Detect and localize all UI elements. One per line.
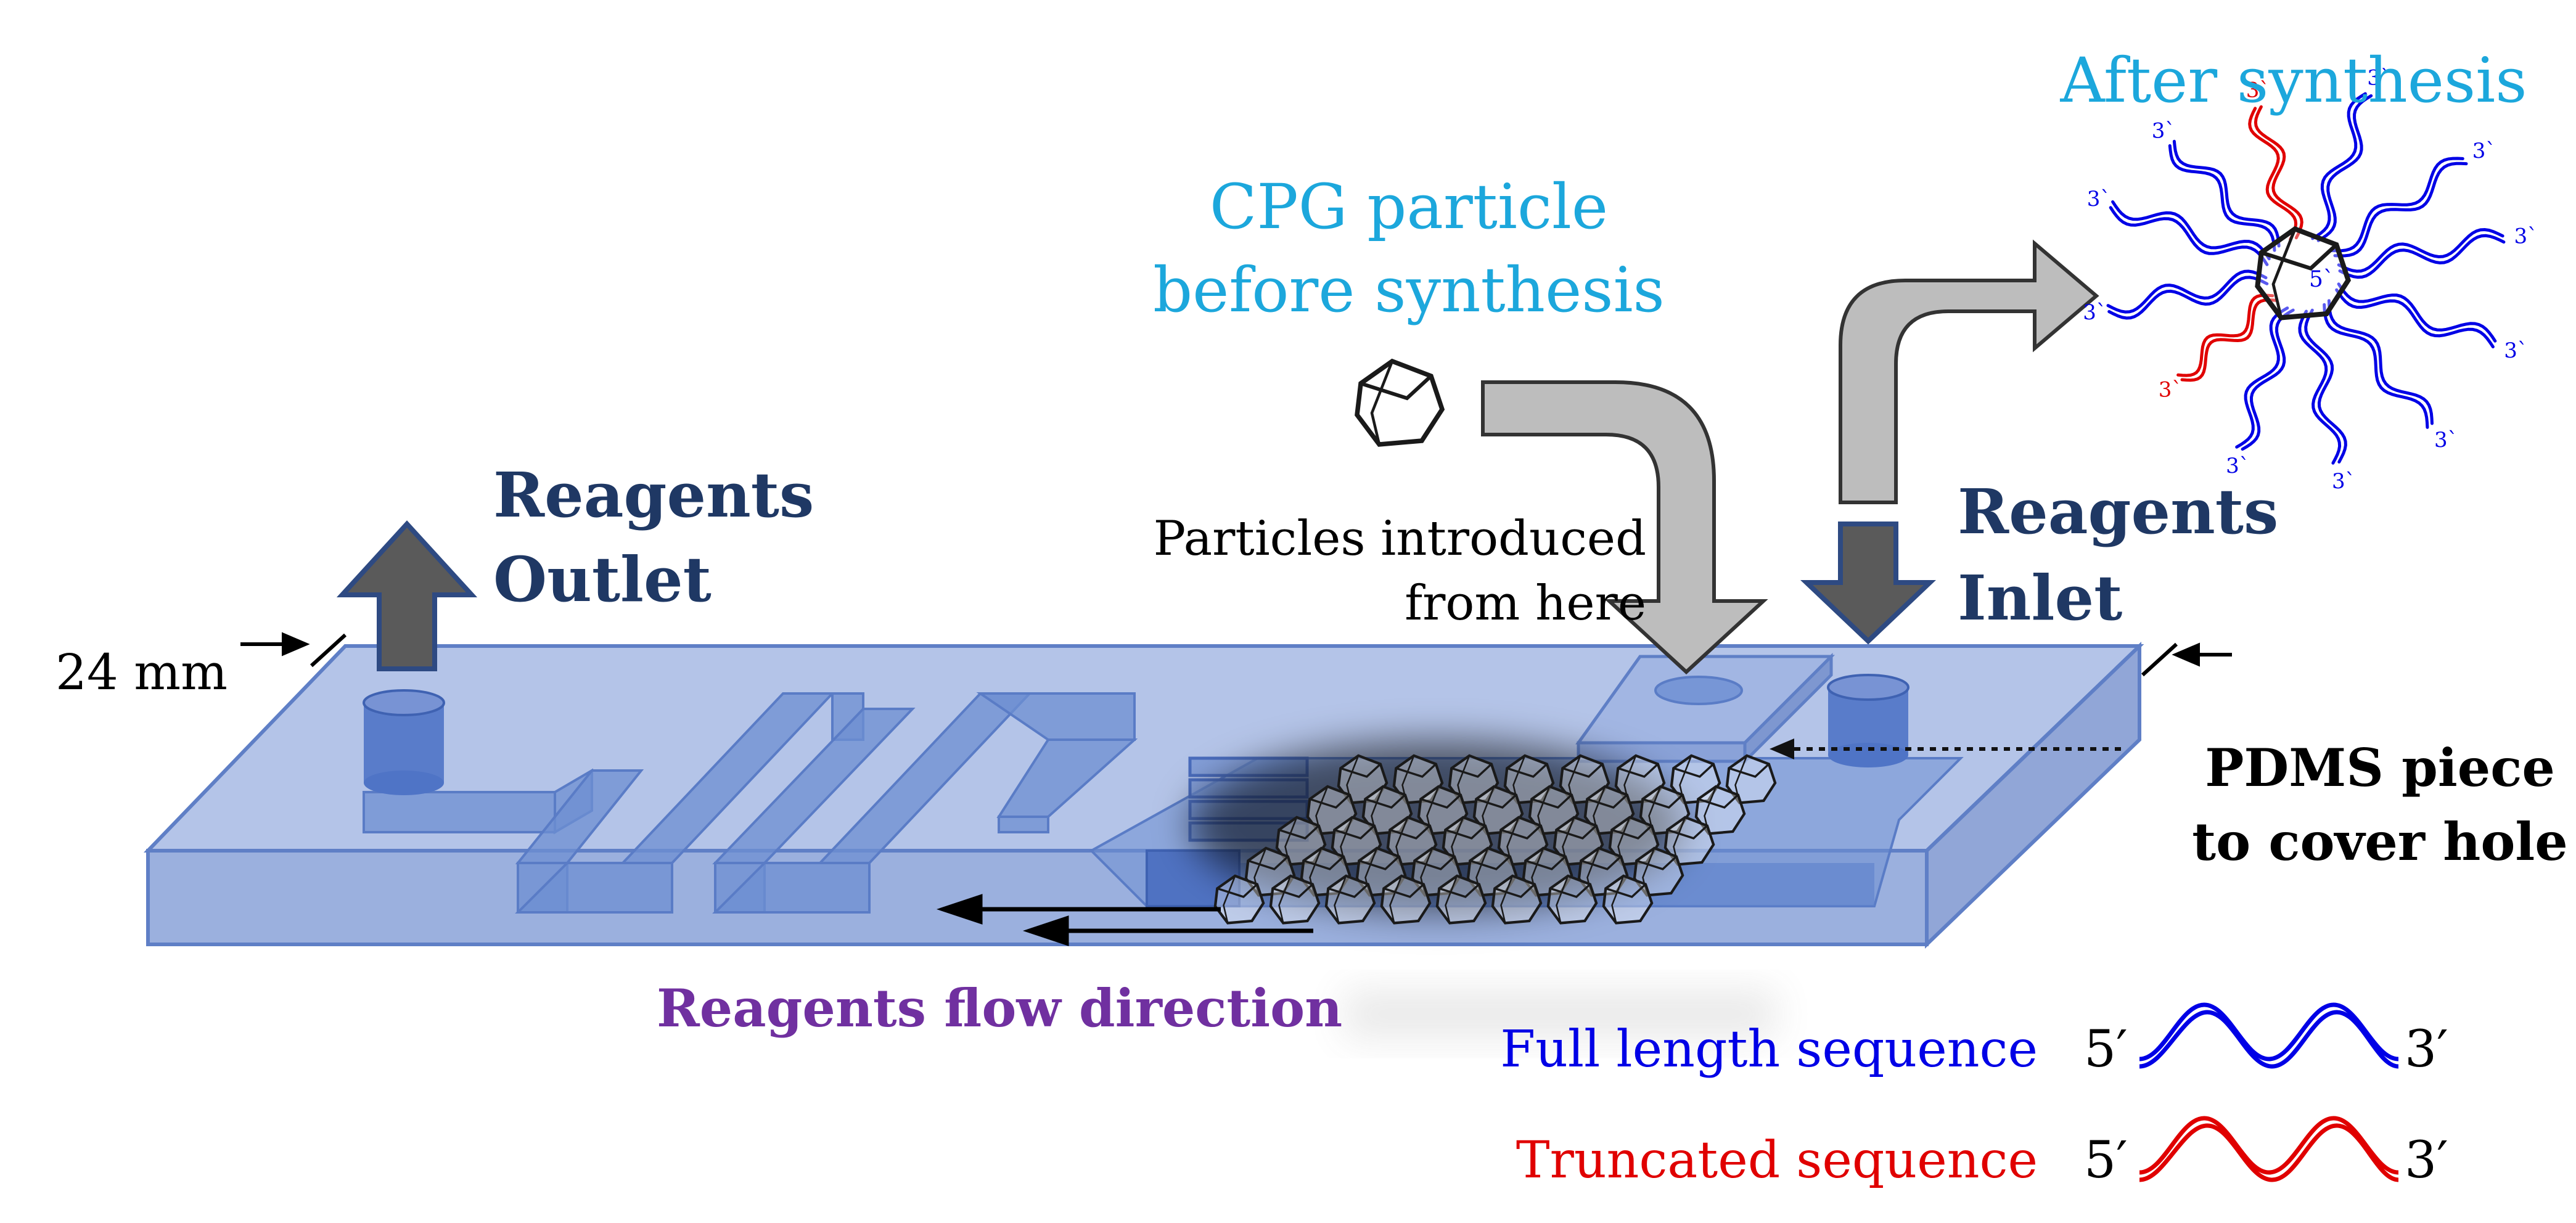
cpg-title-line1: CPG particle: [1210, 171, 1608, 243]
truncated-strand: [2180, 298, 2278, 382]
inlet-label-line2: Inlet: [1958, 562, 2122, 634]
full-length-strand: [2106, 269, 2268, 314]
legend-trunc-three-prime: 3′: [2405, 1131, 2448, 1190]
outlet-label-line1: Reagents: [493, 459, 814, 531]
full-length-strand: [2327, 299, 2434, 425]
strand-three-prime-label: 3`: [2083, 300, 2107, 325]
full-length-strand: [2337, 227, 2504, 273]
full-length-strand: [2316, 94, 2373, 242]
strand-three-prime-label: 3`: [2159, 377, 2183, 402]
full-length-strand: [2329, 157, 2464, 253]
strand-three-prime-label: 3`: [2514, 224, 2538, 249]
full-length-strand: [2323, 303, 2429, 429]
legend-trunc-label: Truncated sequence: [1516, 1131, 2038, 1190]
particle-intro-arrow: [1481, 380, 1768, 675]
pdms-label-line1: PDMS piece: [2205, 737, 2555, 798]
strand-end-labels: 3` 3` 3` 3` 3` 3` 3` 3` 3` 3` 3` 3`: [2083, 66, 2538, 494]
pdms-label-line2: to cover hole: [2192, 811, 2567, 872]
full-length-strand: [2338, 234, 2506, 279]
pdms-cover-piece: [1575, 652, 1836, 766]
legend-full-five-prime: 5′: [2084, 1020, 2128, 1079]
strand-three-prime-label: 3`: [2367, 66, 2391, 91]
full-length-strand: [2241, 308, 2295, 451]
inlet-label-line1: Reagents: [1958, 475, 2278, 548]
strand-three-prime-label: 3`: [2434, 428, 2458, 452]
core-five-prime-label: 5`: [2309, 267, 2334, 292]
synthesis-core-particle: [2257, 229, 2348, 317]
full-length-strand: [2335, 288, 2495, 349]
inlet-port: [1827, 674, 1909, 767]
outlet-label-line2: Outlet: [493, 543, 712, 616]
strand-three-prime-label: 3`: [2332, 469, 2356, 494]
serpentine-channel: [363, 692, 1138, 914]
legend-full-label: Full length sequence: [1500, 1020, 2038, 1079]
full-length-strand: [2109, 206, 2269, 266]
full-length-strand: [2337, 282, 2497, 343]
pdms-arrowhead: [1770, 738, 1794, 759]
strand-three-prime-label: 3`: [2226, 454, 2250, 478]
strand-three-prime-label: 3`: [2152, 119, 2176, 144]
microfluidic-chip: [143, 641, 2144, 949]
truncated-strand: [2254, 105, 2303, 240]
particle-reflection: [1344, 989, 1776, 1039]
full-length-strand: [2333, 162, 2468, 258]
legend-full-three-prime: 3′: [2405, 1020, 2448, 1079]
full-length-strand: [2304, 308, 2347, 464]
truncated-strand: [2248, 107, 2298, 241]
full-length-strand: [2298, 309, 2342, 465]
width-dimension-marker: [240, 632, 2232, 677]
truncated-strand: [2176, 293, 2275, 377]
flow-direction-label: Reagents flow direction: [657, 978, 1342, 1039]
flow-direction-arrows: [936, 894, 1313, 946]
full-length-strand: [2168, 144, 2276, 252]
full-length-strand: [2235, 306, 2289, 449]
functionalized-particle: [2106, 92, 2506, 465]
strand-three-prime-label: 3`: [2504, 338, 2528, 363]
inlet-arrow: [1800, 522, 1937, 645]
legend-full-strand: [2139, 1002, 2399, 1069]
chip-side-face: [1925, 641, 2141, 949]
cpg-title-line2: before synthesis: [1153, 254, 1665, 326]
after-synthesis-title: After synthesis: [2059, 44, 2527, 117]
strand-three-prime-label: 3`: [2087, 187, 2111, 211]
full-length-strand: [2311, 92, 2367, 240]
strand-three-prime-label: 3`: [2246, 78, 2270, 103]
particles-intro-line2: from here: [1405, 576, 1646, 631]
full-length-strand: [2111, 200, 2271, 261]
particles-intro-line1: Particles introduced: [1154, 511, 1646, 567]
legend-truncated-strand: [2139, 1116, 2399, 1182]
width-dimension-label: 24 mm: [55, 644, 228, 701]
full-length-strand: [2172, 139, 2281, 248]
outlet-arrow: [336, 520, 478, 671]
product-out-arrow: [1839, 239, 2099, 504]
legend-trunc-five-prime: 5′: [2084, 1131, 2128, 1190]
outlet-port: [363, 689, 445, 795]
full-length-strand: [2107, 276, 2269, 320]
strand-three-prime-label: 3`: [2472, 139, 2496, 163]
cpg-particle-icon: [1357, 361, 1442, 444]
